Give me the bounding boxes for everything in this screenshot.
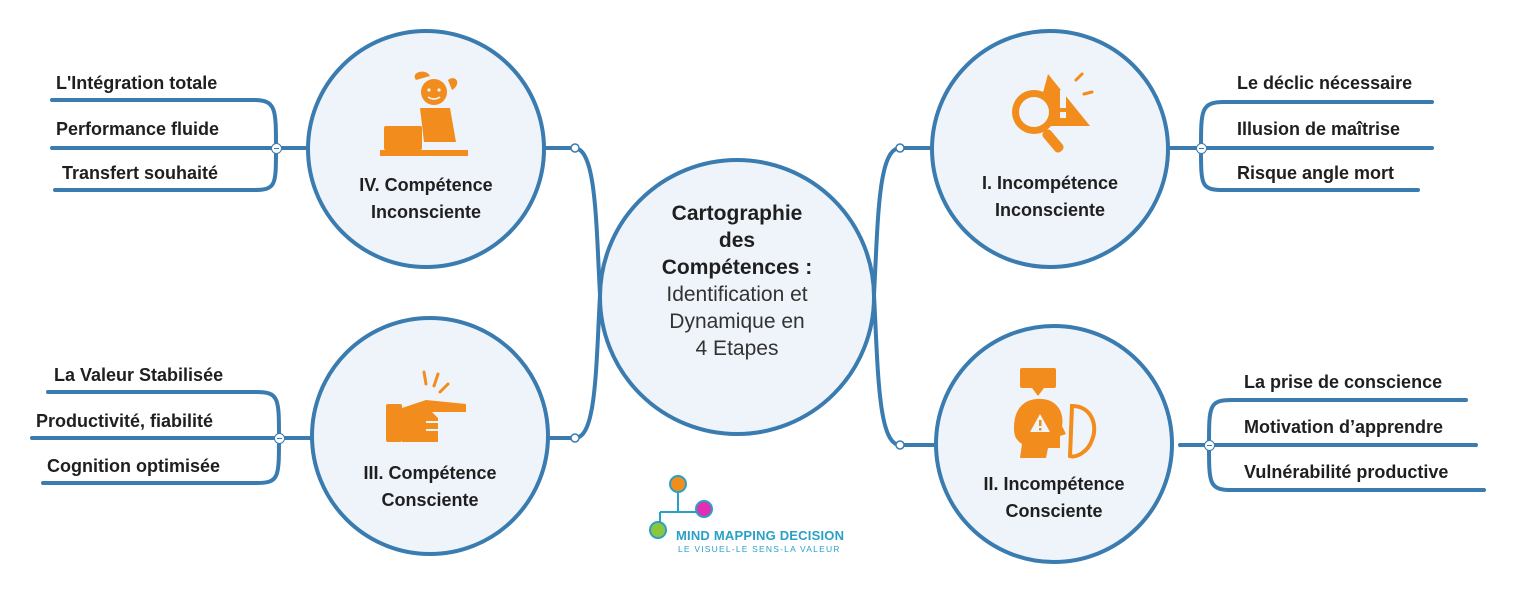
connector-center-s4 <box>543 146 602 297</box>
leaf-s1-2: Illusion de maîtrise <box>1237 119 1401 139</box>
stage-node-1[interactable] <box>930 29 1170 269</box>
leaf-s4-1: L'Intégration totale <box>56 73 218 93</box>
stage-node-4[interactable] <box>306 29 546 269</box>
leaf-s1-1: Le déclic nécessaire <box>1237 73 1413 93</box>
leaf-s2-2: Motivation d’apprendre <box>1244 417 1444 437</box>
leaf-s1-3: Risque angle mort <box>1237 163 1395 183</box>
connector-center-s3 <box>543 293 602 440</box>
collapse-toggle-s4[interactable] <box>271 143 282 154</box>
collapse-toggle-s2[interactable] <box>1204 440 1215 451</box>
logo-tagline: LE VISUEL-LE SENS-LA VALEUR <box>678 544 841 554</box>
collapse-toggle-s1[interactable] <box>1196 143 1207 154</box>
center-topic: Cartographie des Compétences : Identific… <box>612 200 862 362</box>
connector-center-s1 <box>872 146 932 297</box>
leaf-s3-3: Cognition optimisée <box>47 456 220 476</box>
relaxed-person-laptop-icon <box>380 71 468 156</box>
leaf-s3-2: Productivité, fiabilité <box>36 411 214 431</box>
center-title: Cartographie des Compétences : <box>661 202 813 279</box>
stage-4-label: IV. Compétence Inconsciente <box>359 175 493 222</box>
magnifier-alert-icon <box>1012 72 1094 153</box>
leaf-s3-1: La Valeur Stabilisée <box>54 365 224 385</box>
leaf-s4-2: Performance fluide <box>56 119 220 139</box>
stage-2-label: II. Incompétence Consciente <box>983 474 1125 521</box>
collapse-toggle-s3[interactable] <box>274 433 285 444</box>
leaf-s4-3: Transfert souhaité <box>62 163 219 183</box>
stage-3-label: III. Compétence Consciente <box>363 463 497 510</box>
head-alert-icon <box>1014 368 1097 459</box>
hand-pointing-icon <box>386 370 466 442</box>
leaf-s2-1: La prise de conscience <box>1244 372 1443 392</box>
connector-center-s2 <box>872 293 937 447</box>
stage-1-label: I. Incompétence Inconsciente <box>981 173 1119 220</box>
center-node[interactable] <box>598 158 876 436</box>
mind-mapping-logo-icon <box>649 475 713 539</box>
center-subtitle: Identification et Dynamique en 4 Etapes <box>666 283 808 360</box>
logo-name: MIND MAPPING DECISION <box>676 528 845 543</box>
leaf-s2-3: Vulnérabilité productive <box>1244 462 1449 482</box>
